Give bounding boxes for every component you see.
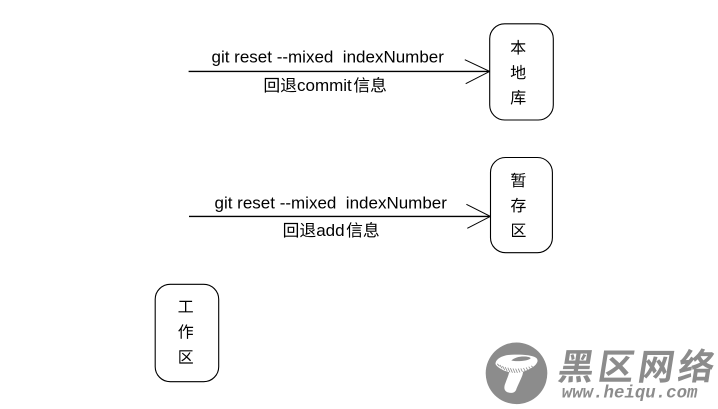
svg-text:www.heiqu.com: www.heiqu.com: [562, 384, 698, 403]
svg-text:git reset --mixed indexNumber: git reset --mixed indexNumber: [215, 194, 448, 213]
svg-text:commit: commit: [297, 76, 352, 95]
svg-text:git reset --mixed indexNumber: git reset --mixed indexNumber: [212, 48, 445, 67]
svg-text:add: add: [316, 221, 344, 240]
